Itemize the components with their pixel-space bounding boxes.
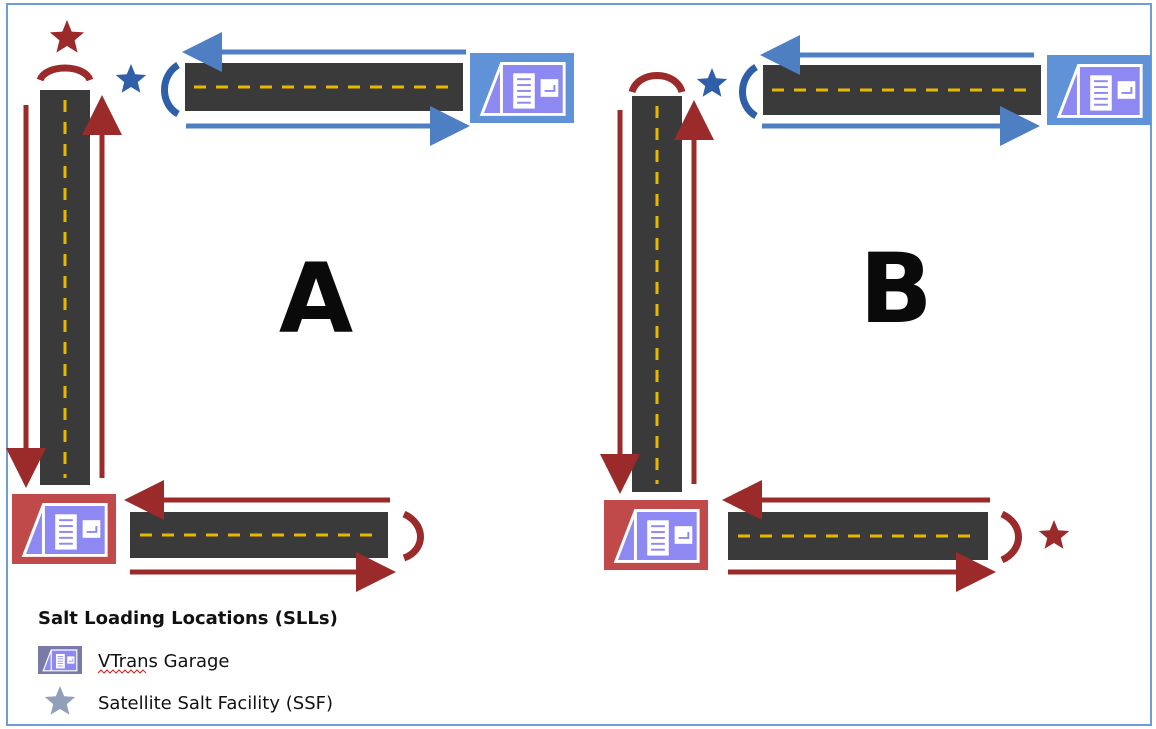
road-vertical-a (40, 90, 90, 485)
garage-icon-top-a (470, 53, 574, 123)
panel-b: B (600, 35, 1151, 592)
road-bottom-b (728, 512, 988, 560)
ssf-star-icon-blue-b (696, 68, 728, 97)
legend-garage-icon (38, 646, 82, 674)
legend-title: Salt Loading Locations (SLLs) (38, 608, 338, 629)
legend-item-ssf: Satellite Salt Facility (SSF) (98, 693, 333, 714)
u-turn-top-a (36, 64, 94, 82)
road-vertical-b (632, 96, 682, 492)
panel-a: A (6, 20, 574, 592)
road-top-a (185, 63, 463, 111)
ssf-star-icon-blue-a (115, 64, 147, 93)
ssf-star-icon-red-b (1038, 520, 1070, 549)
legend-star-icon (44, 686, 76, 715)
panel-label-a: A (279, 243, 353, 355)
legend: Salt Loading Locations (SLLs) VTrans Gar… (38, 608, 338, 715)
spellcheck-underline (97, 669, 147, 674)
road-bottom-a (130, 512, 388, 558)
u-turn-top-b (628, 72, 686, 94)
garage-icon-bottom-b (604, 500, 708, 570)
ssf-star-icon-red-a (49, 20, 85, 53)
u-turn-bottom-b (1000, 510, 1022, 564)
road-top-b (763, 65, 1041, 115)
u-turn-blue-a (161, 62, 181, 118)
legend-item-garage: VTrans Garage (98, 651, 230, 672)
panel-label-b: B (859, 233, 932, 345)
garage-icon-top-b (1047, 55, 1151, 125)
garage-icon-bottom-a (12, 494, 116, 564)
u-turn-blue-b (739, 64, 759, 120)
u-turn-bottom-a (402, 510, 424, 562)
